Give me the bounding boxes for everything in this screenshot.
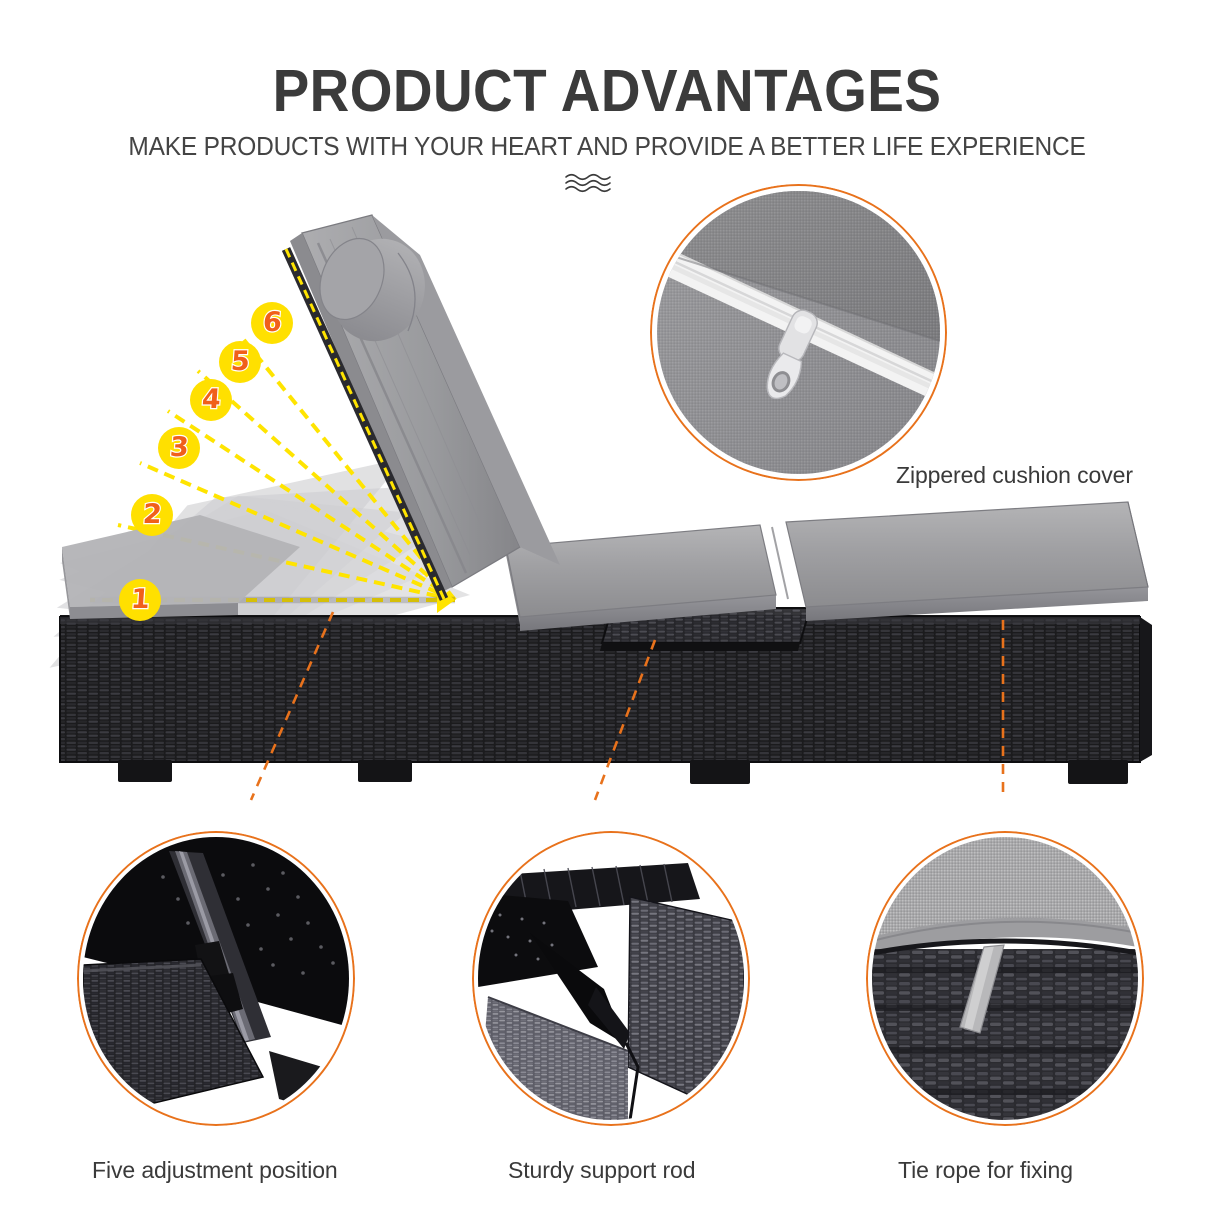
base-foot bbox=[1068, 760, 1128, 784]
detail-bubble-five-adjustment-position bbox=[77, 831, 355, 1126]
recline-badge-3-label: 3 bbox=[167, 430, 190, 463]
recline-badge-1-label: 1 bbox=[128, 582, 151, 615]
caption-zippered-cushion-cover: Zippered cushion cover bbox=[896, 462, 1133, 488]
base-foot bbox=[690, 760, 750, 784]
detail-bubble-zippered-cushion-cover bbox=[650, 184, 947, 481]
recline-badge-2-label: 2 bbox=[140, 497, 163, 530]
page-title: PRODUCT ADVANTAGES bbox=[272, 58, 942, 124]
recline-badge-1: 1 bbox=[119, 579, 161, 621]
base-foot bbox=[118, 760, 172, 782]
detail-bubble-tie-rope-for-fixing bbox=[866, 831, 1144, 1126]
leader-five-adjustment bbox=[249, 611, 335, 801]
recline-badge-4-label: 4 bbox=[199, 382, 222, 415]
tie-rope-photo bbox=[872, 837, 1138, 1120]
recline-badge-5: 5 bbox=[219, 341, 261, 383]
detail-bubble-sturdy-support-rod bbox=[472, 831, 750, 1126]
recline-angle-guides bbox=[90, 333, 457, 602]
recline-badge-4: 4 bbox=[190, 379, 232, 421]
zipper-photo bbox=[657, 191, 940, 474]
page-subtitle: MAKE PRODUCTS WITH YOUR HEART AND PROVID… bbox=[128, 133, 1086, 161]
recline-badge-2: 2 bbox=[131, 494, 173, 536]
support-rod-photo bbox=[83, 837, 349, 1120]
recline-badge-5-label: 5 bbox=[228, 344, 251, 377]
recline-badge-6: 6 bbox=[251, 302, 293, 344]
tie-strap bbox=[959, 944, 1005, 1034]
caption-sturdy-support-rod: Sturdy support rod bbox=[508, 1157, 696, 1183]
leader-support-rod bbox=[593, 639, 657, 801]
caption-five-adjustment-position: Five adjustment position bbox=[92, 1157, 338, 1183]
caption-tie-rope-for-fixing: Tie rope for fixing bbox=[898, 1157, 1073, 1183]
seat-cushions bbox=[505, 501, 1149, 631]
recline-badge-6-label: 6 bbox=[260, 305, 283, 338]
wave-divider-icon bbox=[565, 173, 611, 193]
head-pillow bbox=[319, 237, 425, 342]
base-foot bbox=[358, 760, 412, 782]
support-bracket-photo bbox=[478, 837, 744, 1120]
recline-badge-3: 3 bbox=[158, 427, 200, 469]
